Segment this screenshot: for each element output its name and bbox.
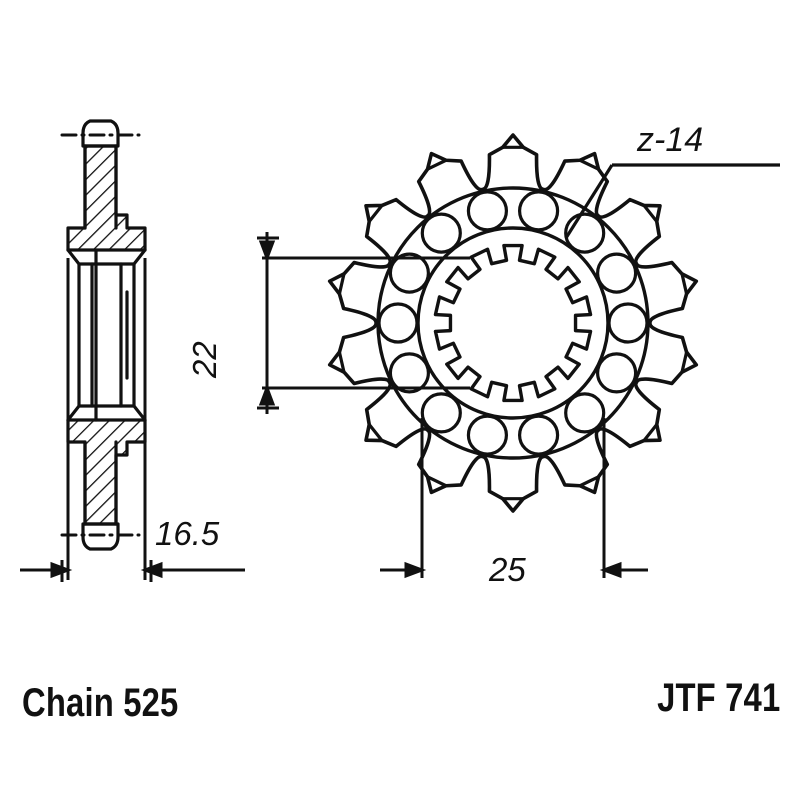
tooth-relief-notch bbox=[578, 475, 601, 488]
section-hatch-upper bbox=[66, 144, 147, 252]
tooth-relief-notch bbox=[680, 350, 689, 374]
arrow-25-left bbox=[404, 561, 427, 579]
tooth-relief-notch bbox=[337, 350, 346, 374]
arrow-22-top bbox=[258, 240, 276, 263]
tooth-relief-notch bbox=[642, 203, 659, 224]
lightening-hole bbox=[564, 392, 606, 434]
lightening-hole bbox=[607, 302, 649, 344]
tooth-relief-notch bbox=[367, 203, 384, 224]
lightening-hole bbox=[517, 190, 560, 232]
spline-bore-outline bbox=[433, 243, 593, 403]
arrow-22-bottom bbox=[258, 383, 276, 406]
lightening-holes-ring bbox=[377, 190, 649, 456]
tooth-relief-notch bbox=[680, 272, 689, 296]
arrow-25-right bbox=[599, 561, 622, 579]
side-tooth-bottom bbox=[81, 522, 120, 551]
hub-chamfer-upper bbox=[66, 248, 147, 266]
spline-bore bbox=[433, 243, 593, 403]
lightening-hole bbox=[564, 212, 606, 254]
arrow-16-right bbox=[140, 561, 163, 579]
leader-line-z14-diagonal bbox=[564, 164, 614, 239]
arrow-16-left bbox=[50, 561, 73, 579]
hub-chamfer-lower bbox=[66, 404, 147, 422]
sprocket-teeth-outline bbox=[327, 133, 699, 513]
lightening-hole bbox=[466, 414, 509, 456]
lightening-hole bbox=[420, 392, 462, 434]
lightening-hole bbox=[596, 252, 638, 294]
tooth-relief-notch bbox=[337, 272, 346, 296]
lightening-hole bbox=[466, 190, 509, 232]
lightening-hole bbox=[377, 302, 419, 344]
dimension-lines bbox=[20, 163, 780, 582]
side-section-view bbox=[60, 119, 147, 551]
front-sprocket-view bbox=[327, 133, 699, 513]
lightening-hole bbox=[517, 414, 560, 456]
teeth-ring bbox=[327, 133, 699, 513]
tooth-relief-notch bbox=[425, 475, 448, 488]
tooth-relief-notch bbox=[578, 158, 601, 171]
lightening-hole bbox=[388, 352, 430, 394]
lightening-hole bbox=[596, 352, 638, 394]
section-hatch-lower bbox=[66, 418, 147, 526]
tooth-relief-notch bbox=[367, 422, 384, 443]
side-tooth-top bbox=[81, 119, 120, 148]
tooth-relief-notch bbox=[425, 158, 448, 171]
lightening-hole bbox=[420, 212, 462, 254]
lightening-hole bbox=[388, 252, 430, 294]
tooth-relief-notch bbox=[642, 422, 659, 443]
